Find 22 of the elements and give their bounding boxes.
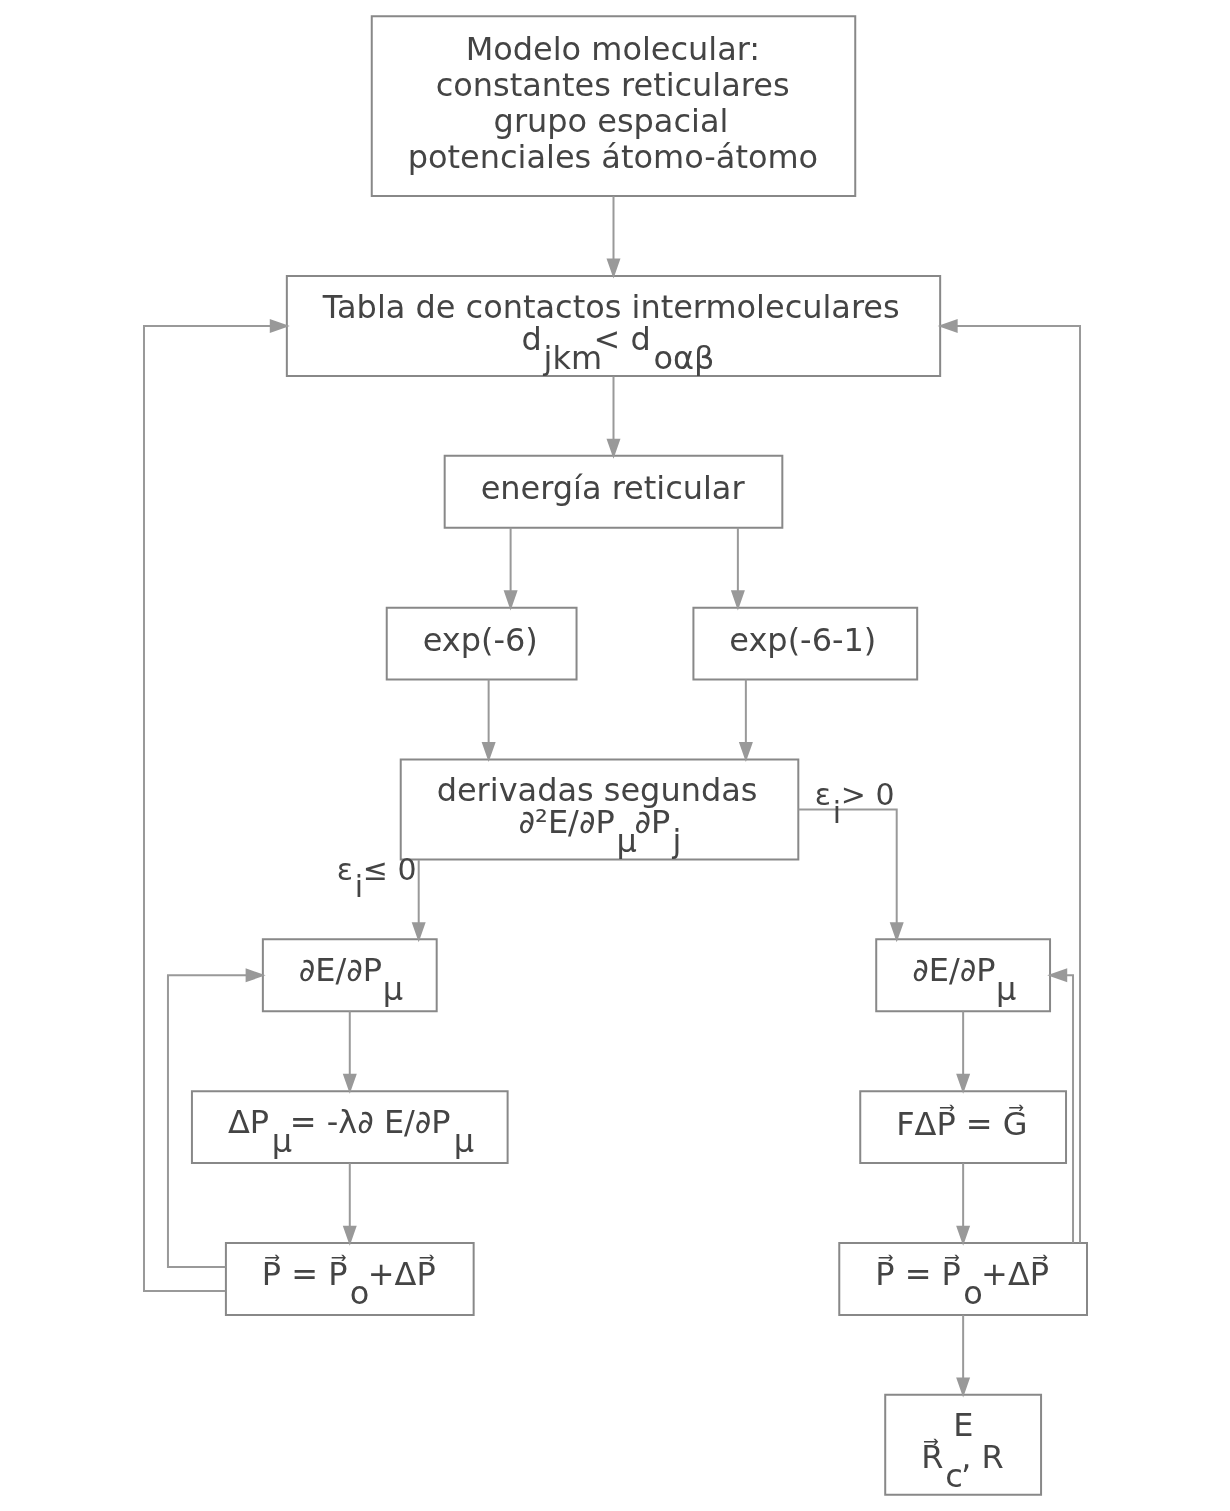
arrow [937, 318, 1081, 1244]
arrow [166, 968, 266, 1268]
arrow [503, 526, 518, 611]
node-box: Modelo molecular: constantes reticulares grupo espacial potenciales átomo-átomo [370, 15, 856, 198]
arrow [955, 1162, 970, 1246]
arrow [1046, 968, 1074, 1244]
arrow [411, 859, 426, 943]
arrow [955, 1313, 970, 1398]
arrow [738, 678, 753, 763]
arrow [955, 1010, 970, 1094]
arrow [797, 808, 904, 943]
arrow [606, 195, 620, 279]
arrow [606, 375, 620, 459]
arrow [342, 1010, 357, 1094]
node-box: exp(-6) [385, 606, 578, 681]
arrow [142, 318, 290, 1292]
arrow [730, 526, 745, 611]
node-box: energía reticular [443, 454, 783, 529]
arrow [481, 678, 496, 763]
node-box: FΔP⃗ = G⃗ [858, 1090, 1067, 1165]
node-box: exp(-6-1) [691, 606, 918, 681]
arrow [342, 1162, 357, 1246]
